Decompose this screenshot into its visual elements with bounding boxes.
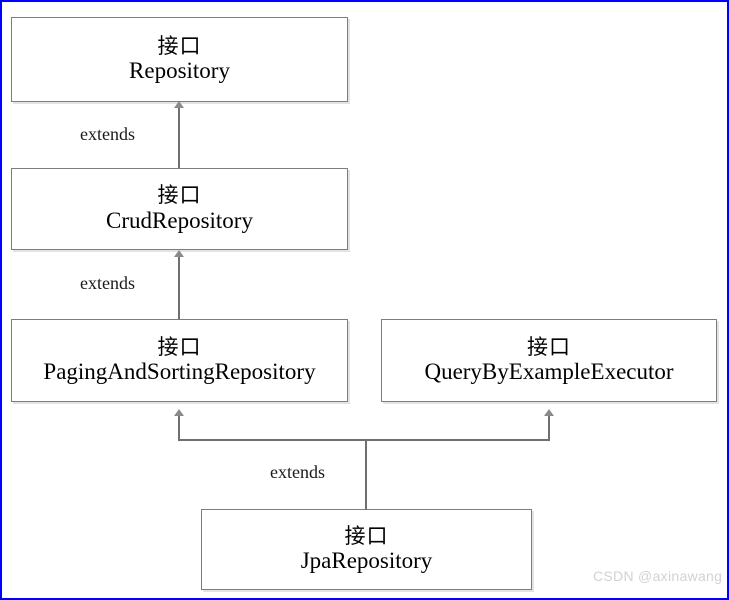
uml-node-jpa-repository[interactable]: 接口 JpaRepository <box>201 509 532 590</box>
edge-paging-to-crud-label: extends <box>80 273 135 293</box>
uml-node-repository[interactable]: 接口 Repository <box>11 17 348 102</box>
edge-jpa-to-parents-label: extends <box>270 462 325 482</box>
edge-jpa-fork-bar <box>178 439 550 441</box>
edge-jpa-fork-stem <box>365 439 367 510</box>
edge-crud-to-repository-label: extends <box>80 124 135 144</box>
edge-paging-to-crud-line <box>178 257 180 319</box>
uml-node-jpa-repository-stereotype: 接口 <box>344 523 389 548</box>
uml-node-crud-repository-stereotype: 接口 <box>157 183 202 208</box>
edge-crud-to-repository-arrowhead <box>174 101 184 108</box>
edge-jpa-to-paging-arrowhead <box>174 409 184 416</box>
uml-node-jpa-repository-name: JpaRepository <box>300 548 433 574</box>
uml-node-repository-name: Repository <box>129 58 230 84</box>
uml-node-crud-repository[interactable]: 接口 CrudRepository <box>11 168 348 250</box>
uml-node-paging-and-sorting-repository-name: PagingAndSortingRepository <box>43 359 316 385</box>
uml-node-query-by-example-executor-stereotype: 接口 <box>527 334 571 359</box>
edge-jpa-to-paging-riser <box>178 416 180 441</box>
edge-jpa-to-query-riser <box>548 416 550 441</box>
uml-node-paging-and-sorting-repository[interactable]: 接口 PagingAndSortingRepository <box>11 319 348 402</box>
edge-paging-to-crud-arrowhead <box>174 250 184 257</box>
csdn-watermark: CSDN @axinawang <box>593 568 723 584</box>
uml-node-repository-stereotype: 接口 <box>157 33 202 58</box>
uml-node-crud-repository-name: CrudRepository <box>106 207 253 233</box>
edge-crud-to-repository-line <box>178 108 180 168</box>
uml-node-query-by-example-executor[interactable]: 接口 QueryByExampleExecutor <box>381 319 717 402</box>
uml-node-query-by-example-executor-name: QueryByExampleExecutor <box>424 359 674 385</box>
uml-node-paging-and-sorting-repository-stereotype: 接口 <box>157 334 202 359</box>
edge-jpa-to-query-arrowhead <box>544 409 554 416</box>
